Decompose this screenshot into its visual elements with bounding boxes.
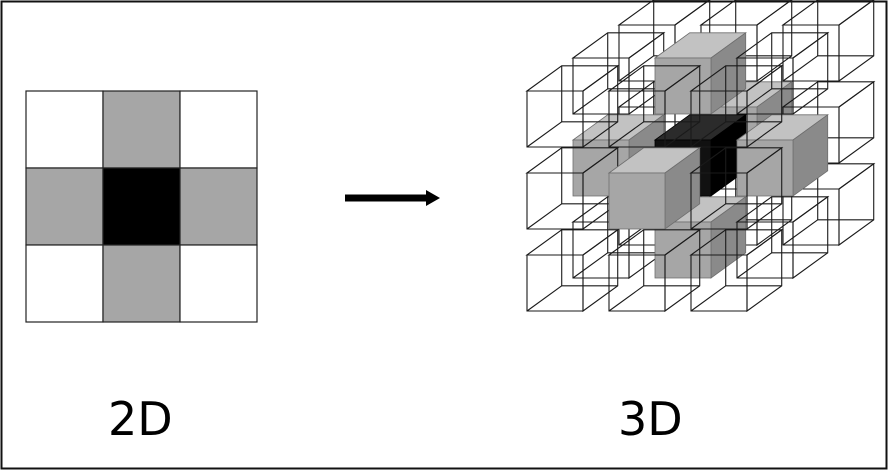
cube-neighbor <box>735 114 829 197</box>
grid-cell-neighbor <box>102 90 181 169</box>
label-2d: 2D <box>108 392 173 446</box>
grid-cell-center <box>102 167 181 246</box>
cube-empty <box>689 228 784 313</box>
grid-cell-empty <box>179 90 258 169</box>
cube-empty <box>607 64 702 149</box>
cube-empty <box>607 228 702 313</box>
arrow-head <box>426 190 440 206</box>
cube-empty <box>735 195 830 280</box>
cube-empty <box>781 0 875 83</box>
label-3d: 3D <box>618 392 683 446</box>
arrow-right-icon <box>345 190 440 206</box>
cube-neighbor <box>653 32 747 115</box>
grid-cell-empty <box>25 90 104 169</box>
grid-cell-empty <box>179 244 258 323</box>
cube-empty <box>525 64 620 149</box>
cube-empty <box>525 228 620 313</box>
cube-empty <box>689 146 784 231</box>
grid-2d <box>25 90 258 323</box>
grid-cell-neighbor <box>179 167 258 246</box>
grid-cell-neighbor <box>25 167 104 246</box>
cube-empty <box>571 31 666 116</box>
grid-3d <box>525 0 876 313</box>
cube-empty <box>735 31 830 116</box>
grid-cell-neighbor <box>102 244 181 323</box>
cube-empty <box>689 64 784 149</box>
grid-cell-empty <box>25 244 104 323</box>
